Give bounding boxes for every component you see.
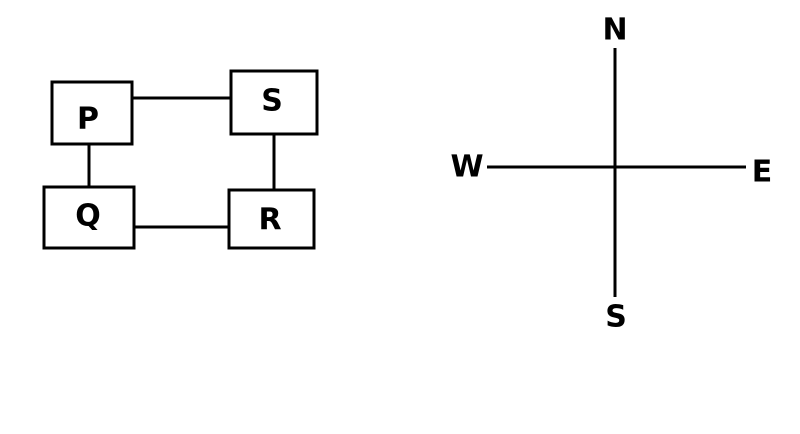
box-s-label: S [261, 84, 283, 119]
box-p: P [50, 80, 134, 146]
compass: N S W E [450, 13, 772, 335]
box-q-label: Q [75, 199, 101, 234]
compass-east-label: E [752, 155, 773, 190]
box-q: Q [42, 185, 136, 250]
box-r-label: R [258, 203, 281, 238]
compass-south-label: S [605, 300, 627, 335]
compass-north-label: N [602, 13, 627, 48]
box-r: R [227, 188, 316, 250]
compass-west-label: W [450, 150, 483, 185]
box-p-label: P [77, 102, 99, 137]
box-s: S [229, 69, 319, 136]
